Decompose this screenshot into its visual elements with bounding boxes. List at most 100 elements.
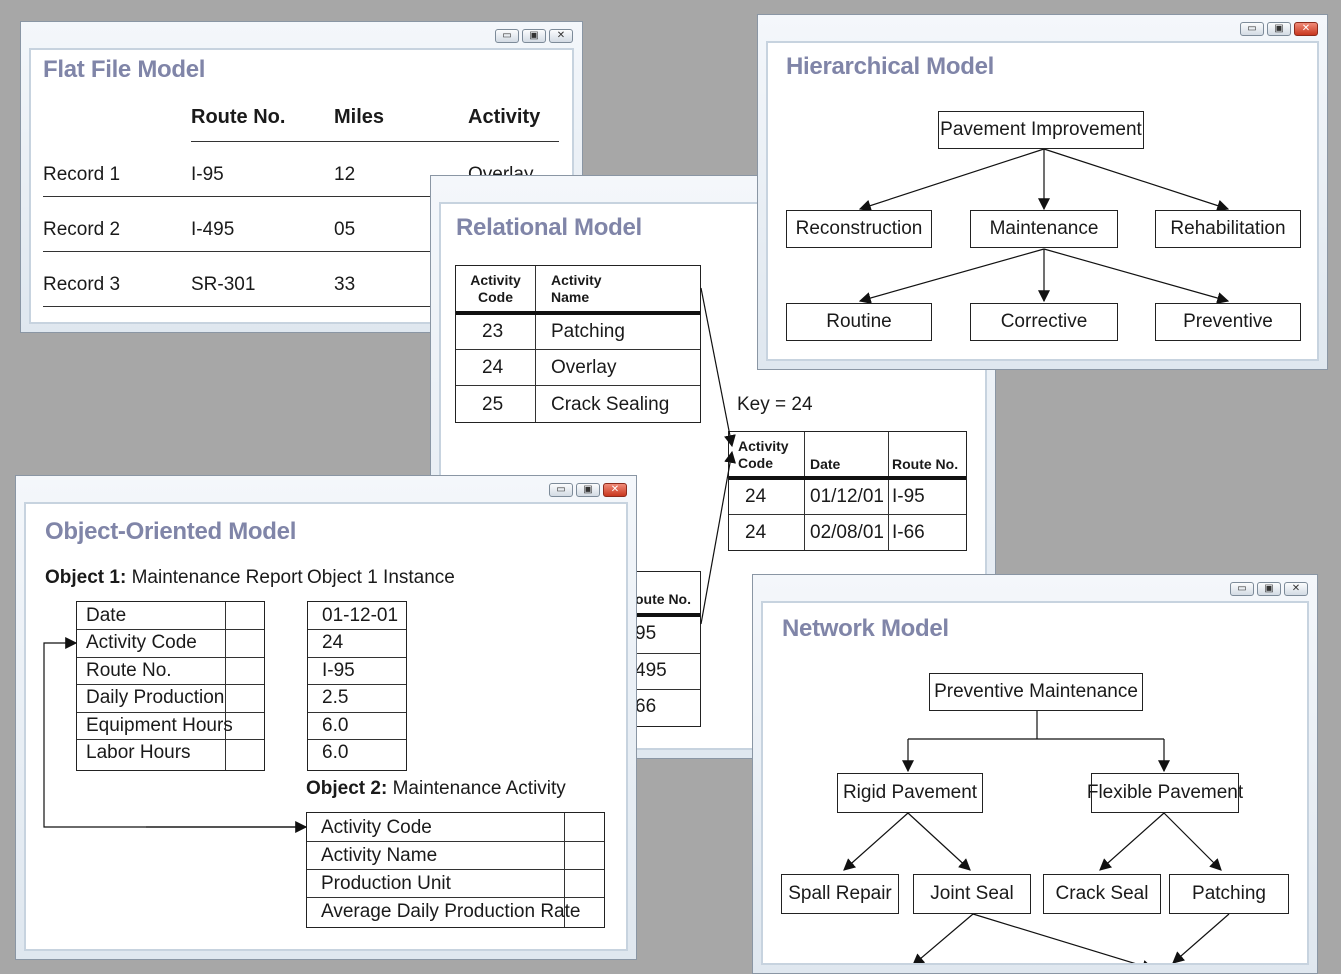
row-divider	[591, 653, 700, 654]
window-title: Flat File Model	[43, 56, 206, 83]
row-divider	[456, 385, 700, 386]
row-divider	[307, 841, 604, 842]
hierarchical-window: ▭ ▣ ✕ Hierarchical Model Pavement Improv…	[757, 14, 1328, 370]
activity-table: Activity Code Activity Name 23 Patching …	[455, 265, 701, 423]
column-header-activity-code: Activity Code	[738, 438, 789, 471]
object2-name: Maintenance Activity	[392, 778, 566, 799]
record-label: Record 2	[43, 219, 121, 240]
route-value: I-95	[191, 164, 224, 185]
network-window: ▭ ▣ ✕ Network Model Preventive Maintenan…	[752, 574, 1318, 974]
arrow-line	[700, 450, 736, 625]
row-divider	[456, 349, 700, 350]
object-oriented-content: Object-Oriented Model Object 1: Maintena…	[24, 502, 628, 951]
maximize-button[interactable]: ▣	[1267, 22, 1291, 36]
row-divider	[729, 514, 966, 515]
column-header-activity-name: Activity Name	[551, 272, 602, 305]
route-value: I-495	[191, 219, 235, 240]
close-button[interactable]: ✕	[603, 483, 627, 497]
window-title: Object-Oriented Model	[45, 518, 297, 545]
arrow-line	[972, 913, 1155, 963]
hierarchy-node: Rehabilitation	[1155, 210, 1301, 248]
minimize-button[interactable]: ▭	[549, 483, 573, 497]
row-divider	[77, 684, 264, 685]
activity-code-cell: 23	[482, 321, 504, 342]
result-table: Activity Code Date Route No. 24 01/12/01…	[728, 431, 967, 551]
row-divider	[43, 196, 559, 197]
result-route-cell: I-66	[892, 522, 925, 543]
arrow-line	[1172, 913, 1230, 963]
close-button[interactable]: ✕	[1294, 22, 1318, 36]
hierarchy-arrows	[858, 148, 1230, 304]
route-value: SR-301	[191, 274, 256, 295]
field-cell: Activity Code	[86, 632, 197, 653]
network-node: Rigid Pavement	[837, 773, 983, 813]
field-cell: Route No.	[86, 660, 172, 681]
network-arrows	[843, 711, 1230, 963]
row-divider	[308, 629, 406, 630]
field-cell: Daily Production	[86, 687, 225, 708]
hierarchy-node: Routine	[786, 303, 932, 341]
minimize-button[interactable]: ▭	[1240, 22, 1264, 36]
result-date-cell: 02/08/01	[810, 522, 884, 543]
miles-value: 12	[334, 164, 356, 185]
arrow-line	[1043, 248, 1230, 304]
column-divider	[804, 432, 805, 550]
header-rule	[591, 613, 700, 617]
row-divider	[43, 251, 559, 252]
object1-label: Object 1:	[45, 567, 127, 588]
result-date-cell: 01/12/01	[810, 486, 884, 507]
activity-name-cell: Crack Sealing	[551, 394, 670, 415]
arrow-line	[843, 812, 909, 871]
close-button[interactable]: ✕	[1284, 582, 1308, 596]
row-divider	[308, 657, 406, 658]
window-controls: ▭ ▣ ✕	[1240, 22, 1318, 36]
object1-table: Date Activity Code Route No. Daily Produ…	[76, 601, 265, 771]
minimize-button[interactable]: ▭	[495, 29, 519, 43]
field-cell: Labor Hours	[86, 742, 191, 763]
field-cell: Equipment Hours	[86, 715, 233, 736]
column-header-route: oute No.	[635, 591, 691, 607]
row-divider	[77, 739, 264, 740]
column-divider	[564, 813, 565, 927]
instance-cell: 01-12-01	[322, 605, 399, 626]
arrow-line	[1043, 148, 1230, 212]
activity-name-cell: Patching	[551, 321, 625, 342]
arrow-line	[1163, 812, 1222, 871]
maximize-button[interactable]: ▣	[1257, 582, 1281, 596]
row-divider	[307, 869, 604, 870]
hierarchical-content: Hierarchical Model Pavement Improvement …	[766, 41, 1319, 361]
object2-label: Object 2:	[306, 778, 388, 799]
instance-heading: Object 1 Instance	[307, 567, 455, 588]
maximize-button[interactable]: ▣	[576, 483, 600, 497]
column-header-route: Route No.	[892, 456, 959, 472]
column-divider	[888, 432, 889, 550]
instance-cell: 2.5	[322, 687, 349, 708]
maximize-button[interactable]: ▣	[522, 29, 546, 43]
row-divider	[591, 689, 700, 690]
route-cell: 66	[635, 696, 657, 717]
network-content: Network Model Preventive Maintenance Rig…	[761, 601, 1309, 965]
header-rule	[456, 311, 700, 315]
row-divider	[43, 306, 559, 307]
column-header-activity: Activity	[468, 106, 541, 128]
arrow-line	[907, 812, 971, 871]
network-node: Flexible Pavement	[1087, 773, 1243, 813]
network-node: Crack Seal	[1043, 874, 1161, 914]
field-cell: Average Daily Production Rate	[321, 901, 581, 922]
record-label: Record 3	[43, 274, 121, 295]
header-underline	[191, 141, 559, 142]
row-divider	[308, 684, 406, 685]
window-title: Hierarchical Model	[786, 53, 995, 80]
arrow-line	[700, 287, 736, 448]
minimize-button[interactable]: ▭	[1230, 582, 1254, 596]
row-divider	[77, 657, 264, 658]
miles-value: 05	[334, 219, 356, 240]
hierarchy-node: Preventive	[1155, 303, 1301, 341]
instance-table: 01-12-01 24 I-95 2.5 6.0 6.0	[307, 601, 407, 771]
field-cell: Activity Code	[321, 817, 432, 838]
result-route-cell: I-95	[892, 486, 925, 507]
row-divider	[77, 629, 264, 630]
route-cell: 495	[635, 660, 667, 681]
column-header-activity-code: Activity Code	[470, 272, 521, 305]
close-button[interactable]: ✕	[549, 29, 573, 43]
